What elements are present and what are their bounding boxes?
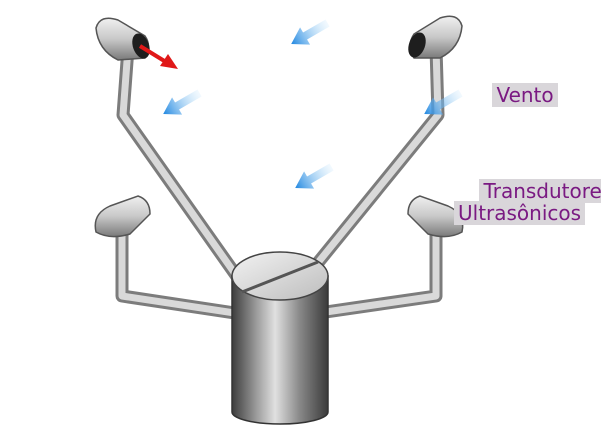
wind-arrow-icon (290, 158, 336, 196)
transducer-lower-left (95, 196, 150, 237)
wind-label: Vento (467, 62, 558, 128)
wind-label-text: Vento (492, 83, 557, 107)
wind-arrow-icon (158, 84, 204, 122)
transducer-upper-right (405, 16, 462, 60)
upper-arms (123, 48, 438, 278)
transducers-label: TransdutoresUltrasônicos (454, 158, 601, 246)
transducers-label-line1: Transdutores (479, 179, 601, 203)
transducer-upper-left (96, 18, 153, 61)
transducers-label-line2: Ultrasônicos (454, 201, 585, 225)
wind-arrow-icon (286, 14, 332, 52)
central-cylinder (232, 252, 328, 424)
